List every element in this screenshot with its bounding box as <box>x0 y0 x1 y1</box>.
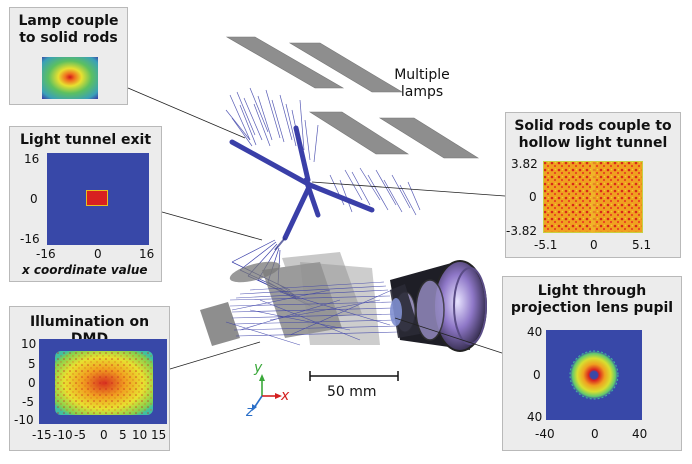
y-tick: 0 <box>28 376 36 390</box>
y-tick: 5 <box>28 357 36 371</box>
panel-title-line: Solid rods couple to <box>514 118 672 134</box>
y-tick: 40 <box>527 325 543 339</box>
x-tick: -15 <box>32 428 52 442</box>
lamp-slabs <box>225 36 480 159</box>
x-tick: -5.1 <box>534 238 558 252</box>
lamp-couple-irradiance-map <box>42 57 98 99</box>
y-tick: 0 <box>529 190 537 204</box>
x-tick: 40 <box>632 427 648 441</box>
light-rods <box>229 125 375 241</box>
panel-title: Light through projection lens pupil <box>503 283 681 317</box>
panel-lamp-couple: Lamp couple to solid rods <box>9 7 128 105</box>
panel-light-tunnel-exit: Light tunnel exit 16 0 -16 -16 0 16 x co… <box>9 126 162 282</box>
axis-y-label: y <box>254 360 263 376</box>
x-tick: 15 <box>151 428 167 442</box>
solid-rods-irradiance-plot <box>543 161 643 233</box>
projection-lens-pupil-plot <box>546 330 642 420</box>
projection-lens <box>390 260 487 352</box>
x-tick: -40 <box>535 427 555 441</box>
lamp-slab <box>288 42 404 93</box>
panel-projection-lens: Light through projection lens pupil 40 0… <box>502 276 682 451</box>
coordinate-triad <box>252 374 282 411</box>
x-tick: 10 <box>132 428 148 442</box>
axis-x-label: x <box>281 388 290 404</box>
dmd-chip <box>200 302 240 346</box>
panel-title-line: hollow light tunnel <box>518 135 668 151</box>
y-tick: 0 <box>30 192 38 206</box>
x-tick: 0 <box>94 247 102 261</box>
multiple-lamps-label: Multiple lamps <box>392 67 452 101</box>
y-tick: 40 <box>527 410 543 424</box>
y-tick: -16 <box>20 232 40 246</box>
panel-title-line: Lamp couple <box>18 13 119 29</box>
x-tick: 5 <box>119 428 127 442</box>
tunnel-exit-spot <box>86 190 108 206</box>
leader-line <box>159 341 261 373</box>
x-tick: 0 <box>590 238 598 252</box>
lamp-slab <box>308 111 410 155</box>
panel-title-line: to solid rods <box>19 30 118 46</box>
lamp-slab <box>225 36 345 89</box>
x-tick: 5.1 <box>632 238 652 252</box>
x-tick: 0 <box>591 427 599 441</box>
prism-ray-bundle <box>225 281 399 346</box>
panel-title: Solid rods couple to hollow light tunnel <box>506 118 680 152</box>
multiple-lamps-line: Multiple <box>394 67 450 83</box>
x-tick: -5 <box>74 428 86 442</box>
scale-bar <box>309 371 399 381</box>
dmd-illumination-plot <box>39 339 167 424</box>
y-tick: -10 <box>14 413 34 427</box>
y-tick: 0 <box>533 368 541 382</box>
x-tick: 0 <box>100 428 108 442</box>
panel-title-line: projection lens pupil <box>510 300 674 316</box>
leader-line <box>161 211 263 241</box>
x-axis-label: x coordinate value <box>22 263 148 277</box>
y-tick: -5 <box>22 395 34 409</box>
leader-lines <box>127 87 506 373</box>
panel-illumination-dmd: Illumination on DMD 10 5 0 -5 -10 -15 -1… <box>9 306 170 451</box>
x-tick: -10 <box>53 428 73 442</box>
relay-lens <box>229 261 281 283</box>
light-tunnel-exit-plot <box>47 153 149 245</box>
axis-z-label: z <box>246 404 254 420</box>
scale-bar-label: 50 mm <box>327 384 377 400</box>
lamp-slab <box>378 117 480 159</box>
leader-line <box>127 87 246 139</box>
panel-title: Lamp couple to solid rods <box>10 13 127 47</box>
y-tick: -3.82 <box>506 224 538 238</box>
leader-line <box>311 181 506 197</box>
panel-solid-rods: Solid rods couple to hollow light tunnel… <box>505 112 681 258</box>
leader-line <box>394 317 506 355</box>
panel-title-line: Light through <box>537 283 647 299</box>
y-tick: 10 <box>21 337 37 351</box>
ray-bundle-upper <box>225 87 421 216</box>
x-tick: -16 <box>36 247 56 261</box>
multiple-lamps-line: lamps <box>400 84 444 100</box>
y-tick: 16 <box>24 152 40 166</box>
panel-title: Light tunnel exit <box>19 132 152 148</box>
x-tick: 16 <box>139 247 155 261</box>
y-tick: 3.82 <box>511 157 538 171</box>
